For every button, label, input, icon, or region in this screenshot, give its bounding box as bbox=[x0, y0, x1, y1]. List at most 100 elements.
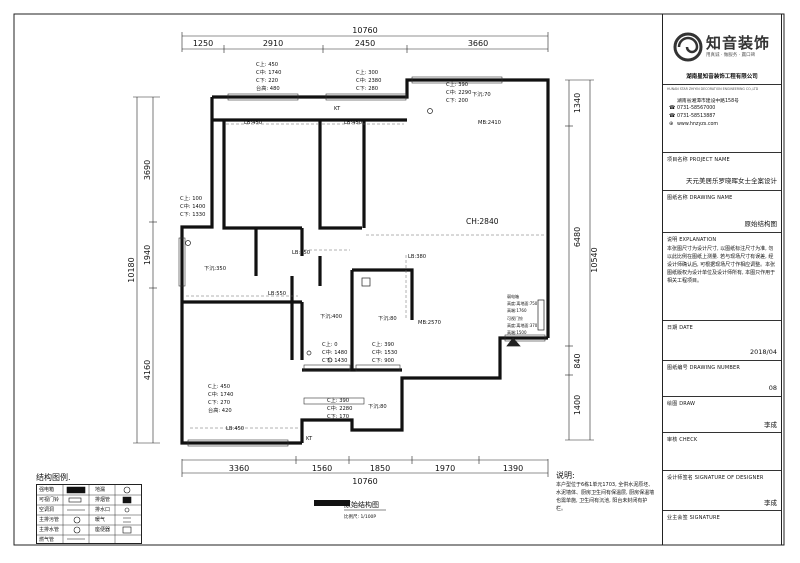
legend-label: 空调洞 bbox=[39, 507, 55, 513]
legend-title: 结构图例. bbox=[36, 472, 71, 482]
dim-right-total: 10540 bbox=[590, 247, 599, 272]
tel1: 0731-58567000 bbox=[677, 106, 716, 111]
legend-label: 燃气管 bbox=[39, 537, 55, 543]
annot: 台高: 480 bbox=[256, 84, 280, 92]
dim-bottom-seg: 1560 bbox=[312, 464, 332, 473]
toilet-icon bbox=[122, 526, 132, 534]
annot: C上: 100 bbox=[180, 194, 202, 202]
annot: C下: 170 bbox=[327, 413, 349, 420]
annot: C中: 1740 bbox=[208, 390, 233, 398]
room-label: KT bbox=[306, 436, 313, 442]
drawing-title: 原始结构图 bbox=[344, 500, 379, 509]
annot: C下: 900 bbox=[372, 357, 394, 364]
legend-label: 主排污管 bbox=[39, 517, 60, 523]
equipment-notes: 弱电箱 高度:离地面:750 高端:1760 可视门铃 高度:离地面:370 高… bbox=[507, 293, 538, 335]
dim-right-seg: 1400 bbox=[573, 395, 582, 415]
pipe-icon bbox=[537, 299, 545, 331]
designer-label: 设计师签名 SIGNATURE OF DESIGNER bbox=[667, 475, 764, 481]
dim-bottom-seg: 1850 bbox=[370, 464, 390, 473]
annot: C下: 280 bbox=[356, 85, 378, 92]
date-label: 日期 DATE bbox=[667, 325, 693, 331]
walls bbox=[180, 78, 550, 445]
heater-icon bbox=[123, 517, 131, 523]
annot: C下: 1330 bbox=[180, 211, 205, 218]
legend-grid bbox=[37, 485, 141, 543]
annot: C上: 390 bbox=[446, 80, 468, 88]
annot: C上: 450 bbox=[208, 382, 230, 390]
window-annotations: C上: 450 C中: 1740 C下: 220 台高: 480 C上: 300… bbox=[180, 60, 471, 420]
dim-bottom-seg: 1390 bbox=[503, 464, 523, 473]
legend-label: 暖气 bbox=[95, 517, 106, 523]
drain-icon bbox=[327, 357, 333, 363]
globe-icon: ⊕ bbox=[669, 121, 674, 127]
equipment-note: 可视门铃 bbox=[507, 315, 523, 321]
dim-top-seg: 2450 bbox=[355, 39, 375, 48]
room-label: LB:380 bbox=[408, 254, 426, 260]
equipment-note: 高度:离地面:370 bbox=[507, 322, 538, 328]
logo-swirl-icon bbox=[673, 32, 703, 62]
phone-icon: ☎ bbox=[669, 105, 676, 111]
legend-label: 可视门铃 bbox=[39, 497, 60, 503]
owner-label: 业主会签 SIGNATURE bbox=[667, 515, 721, 521]
tel2: 0731-58513887 bbox=[677, 114, 716, 119]
check-row: 审核 CHECK bbox=[663, 432, 781, 470]
logo-slogan: 用真诚 · 做服务 · 赢口碑 bbox=[706, 53, 756, 58]
date-row: 日期 DATE 2018/04 bbox=[663, 320, 781, 360]
project-name-row: 项目名称 PROJECT NAME 天元美居乐罗晓晖女士全案设计 bbox=[663, 152, 781, 190]
equipment-note: 高端:1760 bbox=[507, 307, 527, 313]
website: www.hnzyzs.com bbox=[677, 122, 719, 127]
company-name: 湖南星知音装饰工程有限公司 bbox=[686, 74, 758, 80]
room-label: LB:450 bbox=[344, 120, 362, 126]
pipe-icon bbox=[361, 277, 371, 287]
dim-bottom-total: 10760 bbox=[352, 477, 377, 486]
legend-label: 主排水管 bbox=[39, 527, 60, 533]
drawing-scale: 比例尺: 1/100P bbox=[344, 513, 376, 520]
number-label: 图纸编号 DRAWING NUMBER bbox=[667, 365, 741, 371]
annot: C上: 0 bbox=[322, 340, 338, 348]
project-name-label: 项目名称 PROJECT NAME bbox=[667, 157, 730, 163]
explanation-label: 说明 EXPLANATION bbox=[667, 237, 717, 243]
drawing-name: 原始结构图 bbox=[744, 220, 778, 228]
notes-body: 本户型位于6栋1单元1703, 全供水泥原坯、水泥墙体、厨房卫生间有保温层, 厨… bbox=[556, 482, 655, 512]
draw-label: 绘图 DRAW bbox=[667, 401, 696, 407]
annot: C上: 300 bbox=[356, 68, 378, 76]
dim-bottom-seg: 1970 bbox=[435, 464, 455, 473]
floor-drain-icon bbox=[123, 486, 131, 494]
main-water-icon bbox=[73, 526, 81, 534]
room-label: MB:2570 bbox=[418, 320, 441, 326]
windows bbox=[178, 76, 546, 447]
annot: C下: 200 bbox=[446, 97, 468, 104]
dim-top-seg: 1250 bbox=[193, 39, 213, 48]
phone-icon: ☎ bbox=[669, 113, 676, 119]
outlet-icon bbox=[124, 507, 130, 513]
drawing-title-block: 原始结构图 比例尺: 1/100P bbox=[314, 500, 386, 520]
room-label: 下沉:80 bbox=[378, 314, 397, 322]
draw-value: 李成 bbox=[764, 421, 777, 429]
power-box-icon bbox=[66, 486, 86, 494]
drawing-name-row: 图纸名称 DRAWING NAME 原始结构图 bbox=[663, 190, 781, 232]
legend-label: 地漏 bbox=[95, 487, 106, 493]
dimension-lines bbox=[133, 32, 594, 477]
annot: C中: 2280 bbox=[327, 404, 352, 412]
logo-text: 知音装饰 bbox=[706, 34, 771, 52]
dimension-text-vertical: 10180 3690 1940 4160 1340 6480 10540 840… bbox=[127, 93, 599, 415]
smoke-pipe-icon bbox=[122, 496, 132, 504]
room-label: LB:550 bbox=[268, 291, 286, 297]
dim-top-total: 10760 bbox=[352, 26, 377, 35]
annot: C中: 2290 bbox=[446, 88, 471, 96]
dim-left-seg: 4160 bbox=[143, 360, 152, 380]
designer-value: 李成 bbox=[764, 499, 777, 507]
room-label: LB:450 bbox=[244, 120, 262, 126]
annot: C下: 1430 bbox=[322, 357, 347, 364]
annot: C上: 390 bbox=[372, 340, 394, 348]
annot: C中: 1530 bbox=[372, 348, 397, 356]
equipment-note: 高端:1500 bbox=[507, 329, 527, 335]
number-row: 图纸编号 DRAWING NUMBER 08 bbox=[663, 360, 781, 396]
notes-title: 说明: bbox=[556, 470, 575, 480]
company-info: HUNAN STAR ZHIYIN DECORATION ENGINEERING… bbox=[663, 84, 781, 136]
explanation-row: 说明 EXPLANATION 本张图尺寸为设计尺寸, 以图纸标注尺寸为准, 勿以… bbox=[663, 232, 781, 320]
check-label: 审核 CHECK bbox=[667, 437, 698, 443]
address: 湖南省湘潭市建设中路158号 bbox=[677, 99, 739, 104]
dim-bottom-seg: 3360 bbox=[229, 464, 249, 473]
